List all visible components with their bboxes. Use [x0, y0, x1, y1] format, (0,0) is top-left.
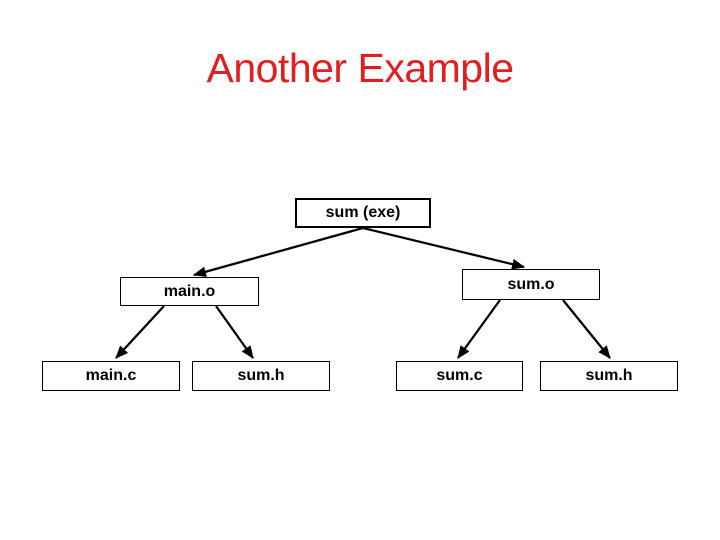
edge-sumo-sumc [457, 299, 501, 359]
slide-title: Another Example [206, 45, 514, 91]
edge-sumexe-sumo [362, 226, 526, 270]
node-sum-o-label: sum.o [507, 275, 555, 293]
edge-sumexe-maino [192, 226, 364, 278]
node-main-o: main.o [120, 277, 259, 306]
node-main-o-label: main.o [163, 282, 216, 300]
node-main-c: main.c [42, 361, 180, 391]
edge-maino-sumh [215, 305, 254, 359]
node-sum-exe: sum (exe) [295, 198, 431, 228]
node-main-c-label: main.c [85, 367, 137, 384]
node-sum-h-right: sum.h [540, 361, 678, 391]
edge-maino-mainc [115, 305, 165, 359]
node-sum-h-right-label: sum.h [585, 367, 633, 384]
node-sum-c-label: sum.c [436, 367, 483, 384]
node-sum-h-left: sum.h [192, 361, 330, 391]
node-sum-h-left-label: sum.h [237, 367, 285, 384]
edge-sumo-sumh [562, 299, 611, 359]
node-sum-exe-label: sum (exe) [325, 204, 401, 221]
node-sum-c: sum.c [396, 361, 523, 391]
node-sum-o: sum.o [462, 269, 600, 300]
